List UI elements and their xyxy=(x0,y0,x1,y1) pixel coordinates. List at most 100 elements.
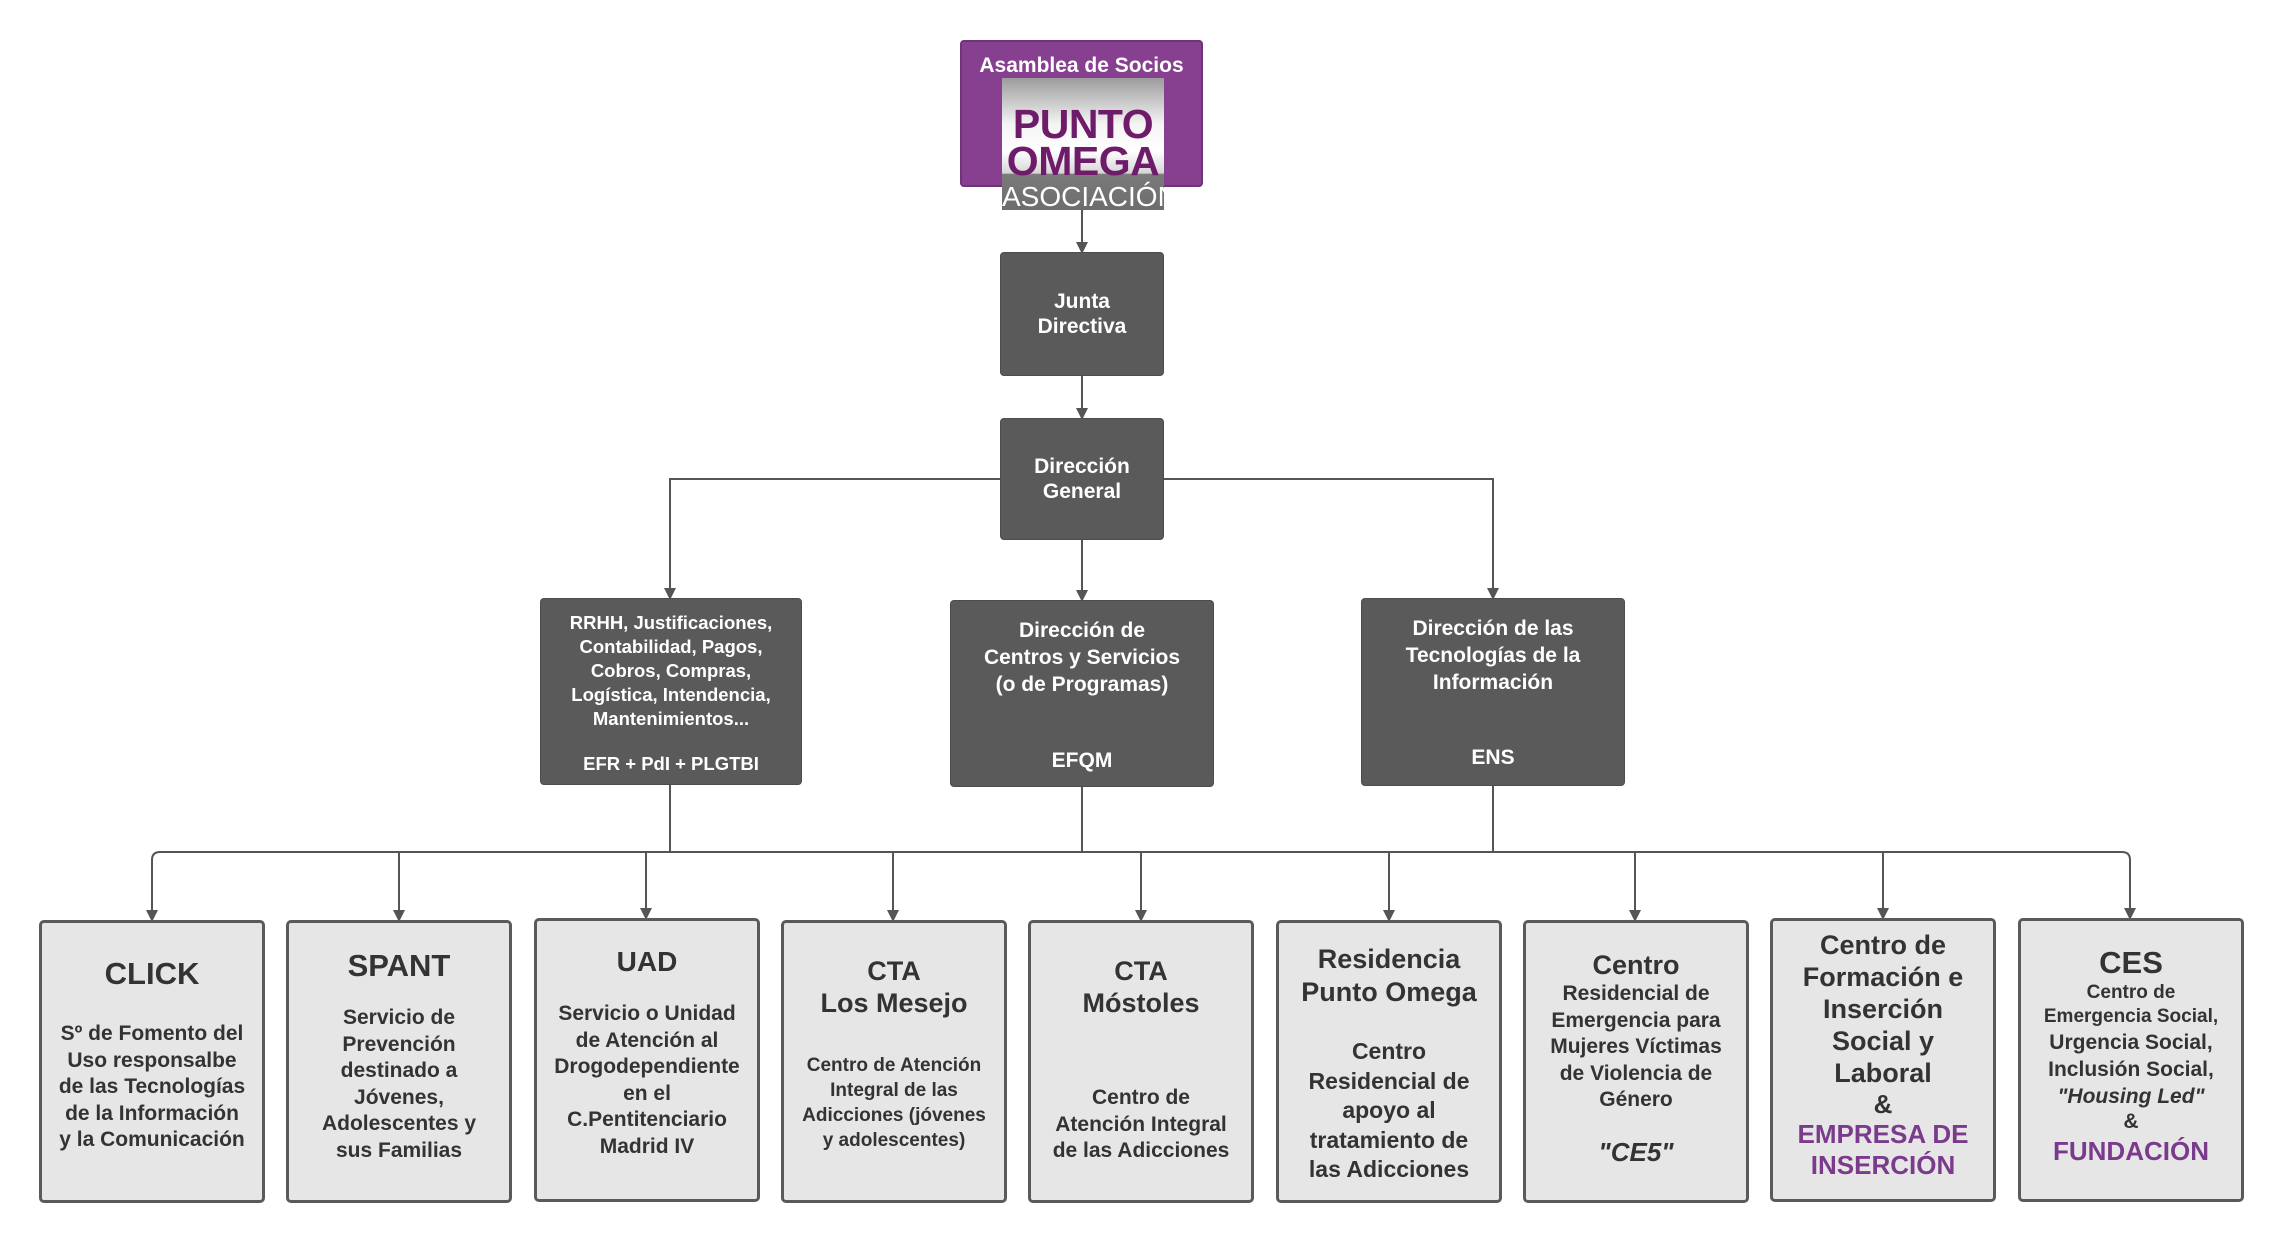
center-desc: Madrid IV xyxy=(599,1134,695,1158)
center-desc: Inclusión Social, xyxy=(2048,1058,2214,1081)
tecnologias-line: Dirección de las xyxy=(1412,617,1574,640)
center-desc: de la Información xyxy=(65,1101,239,1125)
center-desc: Sº de Fomento del xyxy=(60,1022,244,1045)
center-title: Social y xyxy=(1831,1026,1935,1056)
center-desc: Adolescentes y xyxy=(321,1112,477,1135)
edge-direccion-rrhh xyxy=(664,478,1000,600)
center-desc: destinado a xyxy=(340,1059,458,1082)
ampersand: & xyxy=(2123,1110,2139,1133)
tecnologias-footer: ENS xyxy=(1471,746,1515,769)
center-desc: Emergencia para xyxy=(1551,1008,1721,1032)
center-formacion: Centro de Formación e Inserción Social y… xyxy=(1770,918,1996,1202)
center-desc: de las Tecnologías xyxy=(58,1075,246,1098)
center-uad: UAD Servicio o Unidad de Atención al Dro… xyxy=(534,918,760,1202)
center-title: Formación e xyxy=(1802,962,1964,992)
center-title: CLICK xyxy=(104,956,200,991)
center-title: Centro xyxy=(1592,950,1680,980)
center-desc: y la Comunicación xyxy=(59,1128,245,1151)
center-title: Punto Omega xyxy=(1301,977,1477,1007)
center-title: Laboral xyxy=(1834,1058,1932,1088)
center-desc: Emergencia Social, xyxy=(2043,1006,2219,1027)
direccion-line1: Dirección xyxy=(1034,454,1130,478)
center-desc: de Atención al xyxy=(575,1028,719,1052)
logo-line3: ASOCIACIÓN xyxy=(1002,181,1164,210)
center-desc: las Adicciones xyxy=(1308,1156,1470,1182)
center-highlight: FUNDACIÓN xyxy=(2053,1136,2209,1166)
center-desc: Jóvenes, xyxy=(354,1085,444,1109)
rrhh-line: Contabilidad, Pagos, xyxy=(579,636,763,657)
junta-line1: Junta xyxy=(1053,289,1110,313)
asamblea-socios-node: Asamblea de Socios PUNTO OMEGA ASOCIACIÓ… xyxy=(960,40,1203,210)
rrhh-line: Mantenimientos... xyxy=(592,708,750,729)
center-title: CES xyxy=(2099,945,2163,980)
center-desc: y adolescentes) xyxy=(822,1130,966,1151)
centros-servicios-node: Dirección de Centros y Servicios (o de P… xyxy=(950,600,1214,787)
center-spant: SPANT Servicio de Prevención destinado a… xyxy=(286,920,512,1203)
center-title: Móstoles xyxy=(1082,988,1200,1018)
center-highlight: EMPRESA DE xyxy=(1797,1119,1969,1149)
center-ce5: Centro Residencial de Emergencia para Mu… xyxy=(1523,920,1749,1203)
centros-footer: EFQM xyxy=(1051,749,1113,772)
centros-line: Centros y Servicios xyxy=(983,646,1181,669)
center-desc: Residencial de xyxy=(1308,1067,1470,1094)
center-desc: sus Familias xyxy=(335,1138,463,1162)
center-title: UAD xyxy=(616,946,678,977)
center-code: "CE5" xyxy=(1598,1136,1674,1167)
tecnologias-node: Dirección de las Tecnologías de la Infor… xyxy=(1361,598,1625,786)
center-desc: Atención Integral xyxy=(1055,1112,1227,1136)
center-desc: Integral de las xyxy=(830,1080,958,1101)
center-desc: Género xyxy=(1599,1088,1673,1111)
center-desc: Centro de xyxy=(2086,982,2176,1003)
center-desc: Mujeres Víctimas xyxy=(1550,1035,1722,1058)
center-desc: apoyo al xyxy=(1342,1097,1436,1123)
rrhh-footer: EFR + PdI + PLGTBI xyxy=(583,753,759,774)
edge-direccion-tecnologias xyxy=(1164,478,1499,600)
center-click: CLICK Sº de Fomento del Uso responsalbe … xyxy=(39,920,265,1203)
center-title: SPANT xyxy=(347,948,451,983)
center-desc: Urgencia Social, xyxy=(2049,1031,2213,1054)
center-desc: tratamiento de xyxy=(1309,1126,1469,1153)
tecnologias-line: Tecnologías de la xyxy=(1405,644,1581,667)
center-desc: en el xyxy=(623,1081,671,1105)
center-cta-mostoles: CTA Móstoles Centro de Atención Integral… xyxy=(1028,920,1254,1203)
center-title: Centro de xyxy=(1819,930,1946,960)
center-desc: Adicciones (jóvenes xyxy=(802,1105,986,1126)
center-desc: Centro xyxy=(1351,1038,1427,1064)
center-desc: Servicio o Unidad xyxy=(558,1002,736,1025)
center-italic: "Housing Led" xyxy=(2057,1085,2205,1108)
center-desc: Servicio de xyxy=(342,1006,456,1029)
center-title: Inserción xyxy=(1822,994,1944,1024)
center-highlight: INSERCIÓN xyxy=(1810,1150,1956,1180)
center-title: Los Mesejo xyxy=(820,988,968,1018)
center-desc: Prevención xyxy=(342,1032,456,1056)
rrhh-line: Cobros, Compras, xyxy=(590,660,752,681)
center-desc: Residencial de xyxy=(1562,982,1710,1005)
center-title: CTA xyxy=(867,956,921,986)
ampersand: & xyxy=(1873,1089,1893,1119)
rrhh-line: RRHH, Justificaciones, xyxy=(569,612,773,633)
direccion-general-node: Dirección General xyxy=(1000,418,1164,540)
centros-line: (o de Programas) xyxy=(995,673,1169,696)
junta-directiva-node: Junta Directiva xyxy=(1000,252,1164,376)
rrhh-line: Logística, Intendencia, xyxy=(571,684,771,705)
center-desc: Centro de xyxy=(1091,1086,1190,1109)
center-title: Residencia xyxy=(1317,944,1461,974)
centros-line: Dirección de xyxy=(1018,619,1146,642)
junta-line2: Directiva xyxy=(1037,315,1127,338)
center-ces: CES Centro de Emergencia Social, Urgenci… xyxy=(2018,918,2244,1202)
center-desc: Centro de Atención xyxy=(806,1055,982,1076)
center-cta-mesejo: CTA Los Mesejo Centro de Atención Integr… xyxy=(781,920,1007,1203)
tecnologias-line: Información xyxy=(1432,671,1554,694)
logo-line1: PUNTO xyxy=(1012,101,1154,147)
center-desc: de las Adicciones xyxy=(1052,1139,1230,1162)
center-residencia: Residencia Punto Omega Centro Residencia… xyxy=(1276,920,1502,1203)
center-title: CTA xyxy=(1114,956,1168,986)
center-desc: C.Pentitenciario xyxy=(567,1108,727,1131)
center-desc: de Violencia de xyxy=(1559,1061,1713,1085)
rrhh-node: RRHH, Justificaciones, Contabilidad, Pag… xyxy=(540,598,802,785)
logo-line2: OMEGA xyxy=(1006,138,1160,184)
asamblea-title: Asamblea de Socios xyxy=(979,54,1184,77)
center-desc: Uso responsalbe xyxy=(67,1048,237,1072)
direccion-line2: General xyxy=(1042,480,1122,503)
